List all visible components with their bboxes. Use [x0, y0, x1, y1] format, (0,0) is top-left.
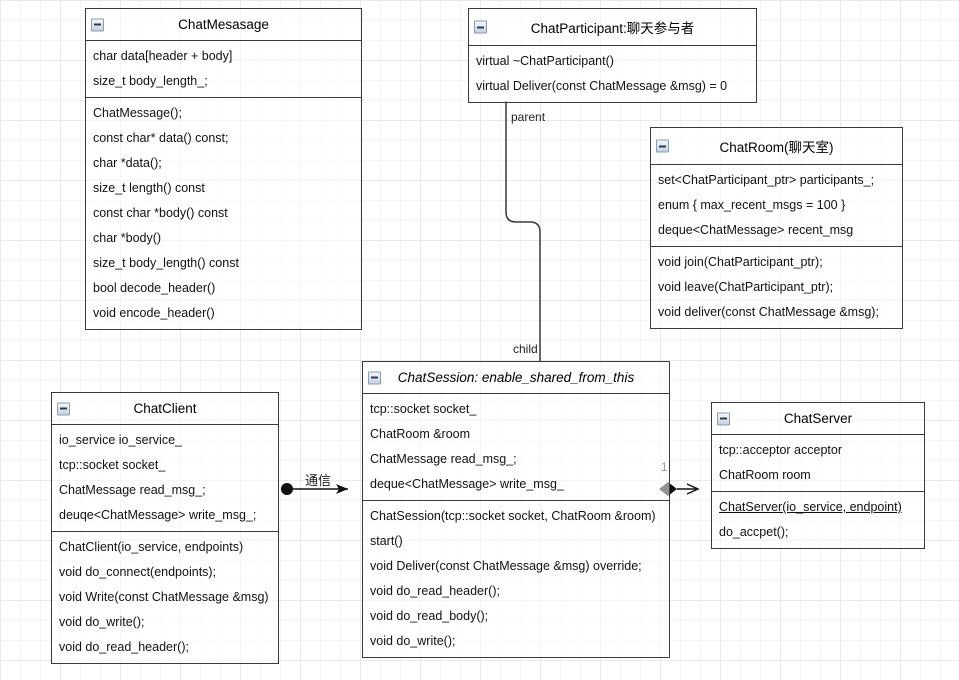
connector-label-communication: 通信: [305, 473, 332, 488]
operation-row: ChatMessage();: [93, 106, 182, 120]
class-title-chat-room: ChatRoom(聊天室): [719, 140, 834, 155]
operation-row: void do_write();: [370, 634, 456, 648]
operations-compartment-chat-client: ChatClient(io_service, endpoints) void d…: [52, 531, 278, 663]
class-header-chat-client: ChatClient: [52, 393, 278, 425]
operation-row: void Deliver(const ChatMessage &msg) ove…: [370, 559, 642, 573]
operation-row: size_t body_length() const: [93, 256, 239, 270]
operation-row: const char *body() const: [93, 206, 228, 220]
class-title-chat-server: ChatServer: [783, 411, 853, 426]
attribute-row: size_t body_length_;: [93, 74, 208, 88]
operation-row: const char* data() const;: [93, 131, 229, 145]
attribute-row: ChatMessage read_msg_;: [59, 483, 206, 497]
attribute-row: ChatRoom &room: [370, 427, 471, 441]
attribute-row: set<ChatParticipant_ptr> participants_;: [658, 173, 875, 187]
operations-compartment-chat-message: ChatMessage(); const char* data() const;…: [86, 97, 361, 329]
operation-row: char *data();: [93, 156, 162, 170]
attribute-row: ChatMessage read_msg_;: [370, 452, 517, 466]
operations-compartment-chat-server: ChatServer(io_service, endpoint) do_accp…: [712, 491, 924, 548]
class-title-chat-client: ChatClient: [133, 401, 197, 416]
attributes-compartment-chat-client: io_service io_service_ tcp::socket socke…: [52, 425, 278, 531]
operations-compartment-chat-participant: virtual ~ChatParticipant() virtual Deliv…: [469, 46, 756, 102]
class-header-chat-message: ChatMesasage: [86, 9, 361, 41]
attribute-row: ChatRoom room: [719, 468, 811, 482]
minus-icon[interactable]: [368, 371, 381, 384]
minus-icon[interactable]: [656, 139, 669, 153]
class-box-chat-session[interactable]: ChatSession: enable_shared_from_this tcp…: [362, 361, 670, 658]
minus-icon[interactable]: [57, 402, 70, 415]
attribute-row: deque<ChatMessage> recent_msg: [658, 223, 854, 237]
attributes-compartment-chat-server: tcp::acceptor acceptor ChatRoom room: [712, 435, 924, 491]
class-box-chat-message[interactable]: ChatMesasage char data[header + body] si…: [85, 8, 362, 330]
minus-icon[interactable]: [91, 18, 104, 31]
operations-compartment-chat-session: ChatSession(tcp::socket socket, ChatRoom…: [363, 500, 669, 657]
class-box-chat-client[interactable]: ChatClient io_service io_service_ tcp::s…: [51, 392, 279, 664]
operation-row: void do_read_header();: [59, 640, 189, 654]
operation-row: virtual Deliver(const ChatMessage &msg) …: [476, 79, 728, 93]
operation-row: start(): [370, 534, 403, 548]
operation-row: void do_write();: [59, 615, 145, 629]
class-box-chat-server[interactable]: ChatServer tcp::acceptor acceptor ChatRo…: [711, 402, 925, 549]
class-header-chat-room: ChatRoom(聊天室): [651, 128, 902, 165]
class-header-chat-session: ChatSession: enable_shared_from_this: [363, 362, 669, 394]
class-title-chat-message: ChatMesasage: [178, 17, 269, 32]
operation-row: void leave(ChatParticipant_ptr);: [658, 280, 834, 294]
class-box-chat-room[interactable]: ChatRoom(聊天室) set<ChatParticipant_ptr> p…: [650, 127, 903, 329]
operation-row: char *body(): [93, 231, 162, 245]
attribute-row: enum { max_recent_msgs = 100 }: [658, 198, 846, 212]
attributes-compartment-chat-message: char data[header + body] size_t body_len…: [86, 41, 361, 97]
minus-icon[interactable]: [474, 20, 487, 34]
operation-row: void encode_header(): [93, 306, 215, 320]
operation-row: bool decode_header(): [93, 281, 216, 295]
operation-row: void deliver(const ChatMessage &msg);: [658, 305, 879, 319]
operations-compartment-chat-room: void join(ChatParticipant_ptr); void lea…: [651, 246, 902, 328]
class-title-chat-session: ChatSession: enable_shared_from_this: [397, 370, 635, 385]
operation-row: void join(ChatParticipant_ptr);: [658, 255, 823, 269]
class-header-chat-server: ChatServer: [712, 403, 924, 435]
operation-row: void do_connect(endpoints);: [59, 565, 217, 579]
attributes-compartment-chat-room: set<ChatParticipant_ptr> participants_; …: [651, 165, 902, 246]
operation-row: ChatSession(tcp::socket socket, ChatRoom…: [370, 509, 656, 523]
operation-row: void do_read_header();: [370, 584, 500, 598]
connector-label-child: child: [513, 342, 538, 356]
connector-label-parent: parent: [511, 110, 546, 124]
class-header-chat-participant: ChatParticipant:聊天参与者: [469, 9, 756, 46]
operation-row: ChatClient(io_service, endpoints): [59, 540, 244, 554]
attribute-row: deque<ChatMessage> write_msg_: [370, 477, 564, 491]
operation-row: void Write(const ChatMessage &msg): [59, 590, 269, 604]
connector-parent-child: [505, 101, 541, 361]
attributes-compartment-chat-session: tcp::socket socket_ ChatRoom &room ChatM…: [363, 394, 669, 500]
attribute-row: tcp::socket socket_: [370, 402, 477, 416]
minus-icon[interactable]: [717, 412, 730, 425]
attribute-row: char data[header + body]: [93, 49, 233, 63]
operation-row: do_accpet();: [719, 525, 789, 539]
attribute-row: deuqe<ChatMessage> write_msg_;: [59, 508, 257, 522]
operation-row: size_t length() const: [93, 181, 205, 195]
operation-row: ChatServer(io_service, endpoint): [719, 500, 902, 514]
attribute-row: tcp::acceptor acceptor: [719, 443, 842, 457]
class-box-chat-participant[interactable]: ChatParticipant:聊天参与者 virtual ~ChatParti…: [468, 8, 757, 103]
attribute-row: tcp::socket socket_: [59, 458, 166, 472]
attribute-row: io_service io_service_: [59, 433, 182, 447]
class-title-chat-participant: ChatParticipant:聊天参与者: [530, 21, 695, 36]
operation-row: void do_read_body();: [370, 609, 489, 623]
operation-row: virtual ~ChatParticipant(): [476, 54, 614, 68]
